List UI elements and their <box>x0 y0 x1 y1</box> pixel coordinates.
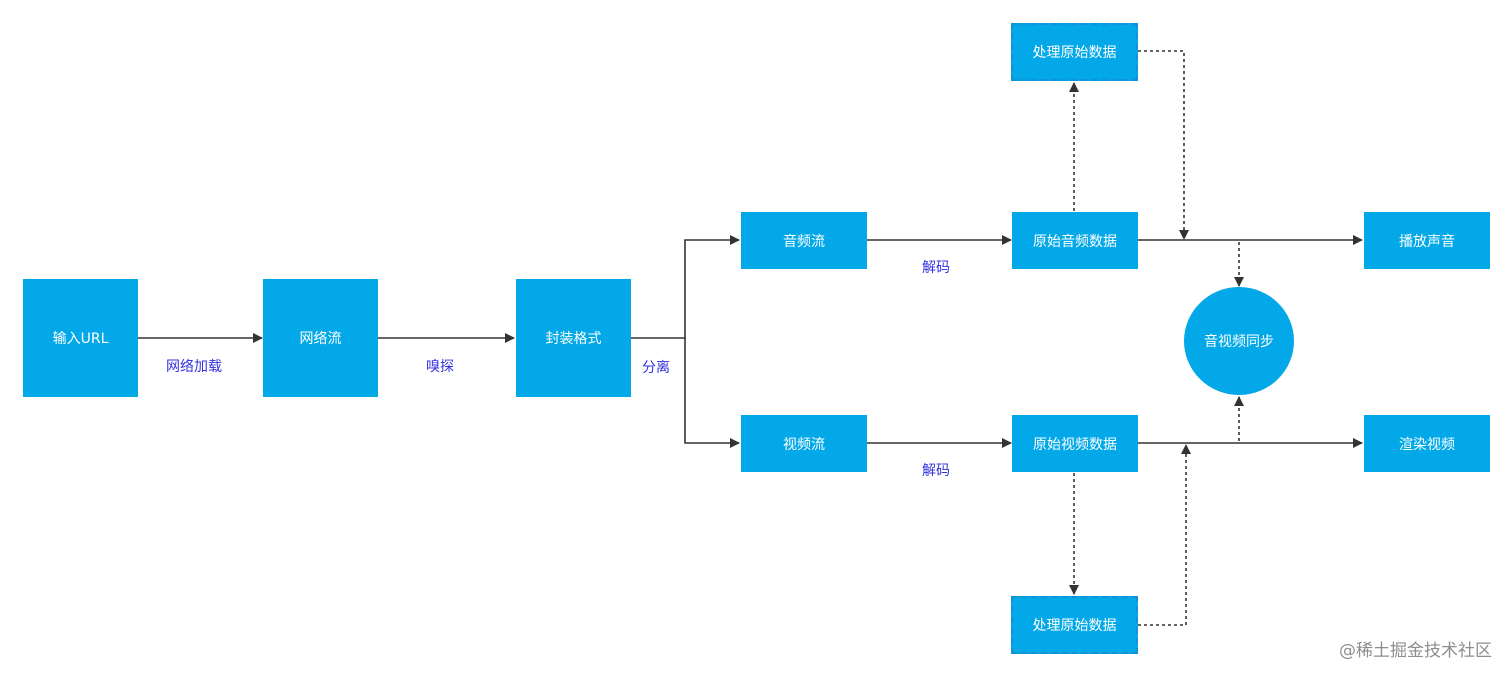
node-network-stream-label: 网络流 <box>299 331 342 347</box>
node-audio-stream: 音频流 <box>741 212 867 269</box>
node-play-sound-label: 播放声音 <box>1399 233 1455 250</box>
node-audio-stream-label: 音频流 <box>783 233 825 250</box>
edge-process-audio-return <box>1138 50 1189 240</box>
node-raw-audio: 原始音频数据 <box>1012 212 1138 269</box>
node-av-sync: 音视频同步 <box>1184 287 1294 395</box>
node-raw-video-label: 原始视频数据 <box>1033 436 1117 453</box>
node-network-stream: 网络流 <box>263 279 378 397</box>
edge-label-sniff: 嗅探 <box>426 359 454 375</box>
node-av-sync-label: 音视频同步 <box>1204 334 1274 350</box>
node-process-audio-label: 处理原始数据 <box>1032 45 1117 61</box>
node-container-format-label: 封装格式 <box>545 331 602 347</box>
edge-label-demux: 分离 <box>642 360 670 376</box>
node-input-url-label: 输入URL <box>52 331 109 347</box>
node-input-url: 输入URL <box>23 279 138 397</box>
edge-label-decode-audio: 解码 <box>922 260 950 276</box>
node-process-video-label: 处理原始数据 <box>1032 618 1117 634</box>
node-play-sound: 播放声音 <box>1364 212 1490 269</box>
node-raw-audio-label: 原始音频数据 <box>1033 233 1117 250</box>
edge-label-decode-video: 解码 <box>922 463 950 479</box>
node-video-stream-label: 视频流 <box>783 436 825 453</box>
node-process-audio: 处理原始数据 <box>1011 23 1138 81</box>
node-render-video: 渲染视频 <box>1364 415 1490 472</box>
node-raw-video: 原始视频数据 <box>1012 415 1138 472</box>
edge-label-network-load: 网络加载 <box>166 359 222 375</box>
node-render-video-label: 渲染视频 <box>1399 436 1455 453</box>
edge-demux-to-audio <box>631 235 740 339</box>
node-container-format: 封装格式 <box>516 279 631 397</box>
watermark: @稀土掘金技术社区 <box>1339 641 1492 661</box>
edge-demux-to-video <box>684 338 740 448</box>
node-process-video: 处理原始数据 <box>1011 596 1138 654</box>
edge-process-video-return <box>1138 444 1191 626</box>
node-video-stream: 视频流 <box>741 415 867 472</box>
